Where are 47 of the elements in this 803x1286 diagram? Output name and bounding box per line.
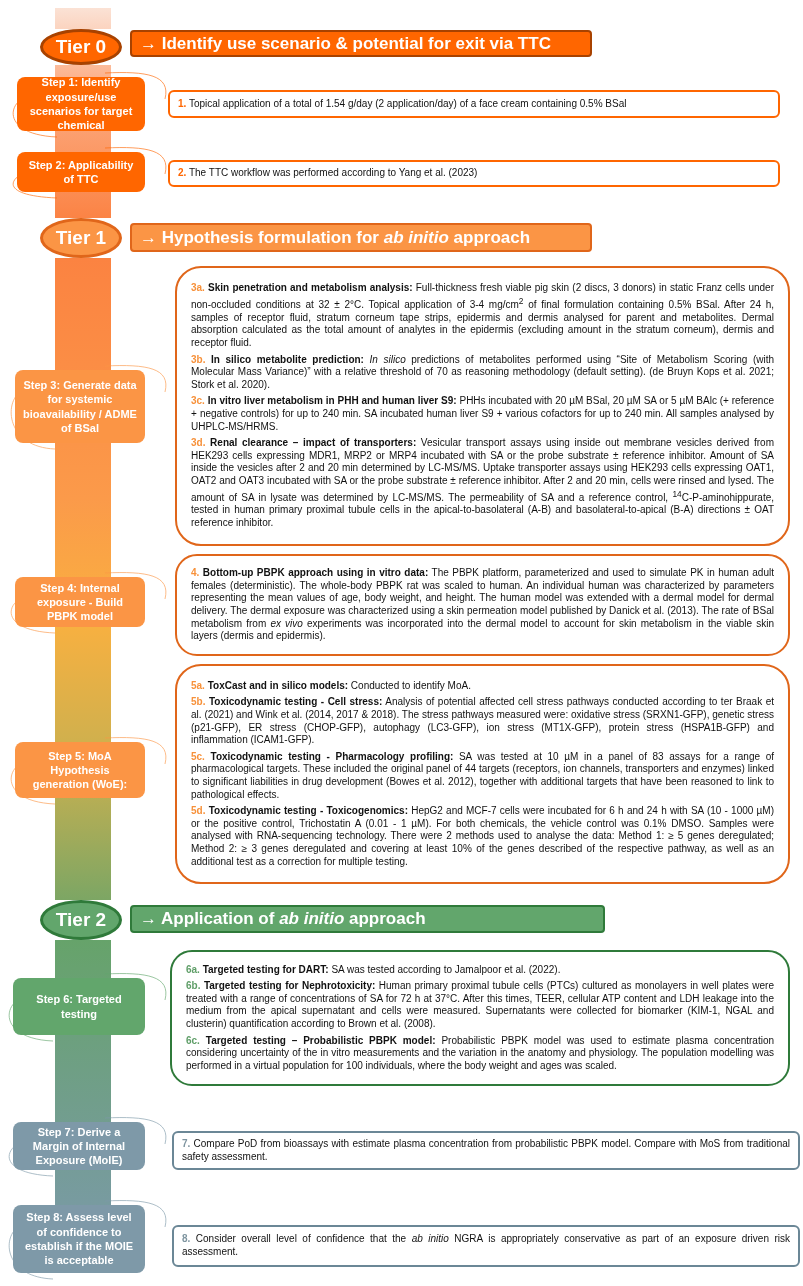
- description-box: [168, 90, 780, 118]
- timeline-band-segment: [55, 65, 111, 77]
- paragraph: 5b. Toxicodynamic testing - Cell stress: Analysis of potential affected cell stress pathways conducted according to ter Braak et al. (2021) and Wink et al. (2014, 2017 & 2018). The stress pathways measured were: oxidative stress (SRXN1-GFP), genetic stress (p21-GFP), ER stress (CHOP-GFP), autophagy (LC3-GFP), ion stress (MT1X-GFP), protein stress (HSPA1B-GFP) and inflammation (ICAM1-GFP).: [191, 696, 774, 747]
- description-box: [172, 1225, 800, 1267]
- timeline-band-segment: [55, 192, 111, 218]
- step-box: Step 6: Targeted testing: [13, 978, 145, 1035]
- description-box: [175, 266, 790, 546]
- paragraph: 4. Bottom-up PBPK approach using in vitro data: The PBPK platform, parameterized and used to simulate PK in human adult females (deterministic). The whole-body PBPK rat was scaled to human. An individual human was characterized by parameters representing the mean values of age, body weight, and height. The human model was extended with a dermal model for dermal delivery. The dermal exposure was characterized using a skin permeation model published by Danick et al. (2013). The rate of BSal metabolism from ex vivo experiments was incorporated into the dermal model to account for skin metabolism in the viable skin layers (dermis and epidermis).: [191, 567, 774, 643]
- description-box: [168, 160, 780, 187]
- timeline-band-segment: [55, 940, 111, 978]
- tier-heading-bar: → Hypothesis formulation for ab initio approach: [130, 223, 592, 252]
- step-box: Step 7: Derive a Margin of Internal Exposure (MoIE): [13, 1122, 145, 1170]
- paragraph: 7. Compare PoD from bioassays with estimate plasma concentration from probabilistic PBPK model. Compare with MoS from traditional safety assessment.: [182, 1138, 790, 1164]
- tier-ellipse: Tier 0: [40, 29, 122, 65]
- timeline-band-segment: [55, 1170, 111, 1205]
- paragraph: 1. Topical application of a total of 1.54 g/day (2 application/day) of a face cream containing 0.5% BSal: [178, 97, 628, 111]
- timeline-band-segment: [55, 627, 111, 742]
- paragraph: 6c. Targeted testing – Probabilistic PBPK model: Probabilistic PBPK model was used to estimate plasma concentration considering uncertainty of the in vitro measurements and the variation in the anatomy and physiology. The population modelling was performed in a virtual population for 100 individuals, where the body weight and ages was scaled.: [186, 1034, 774, 1073]
- tier-ellipse: Tier 2: [40, 900, 122, 940]
- paragraph: 3c. In vitro liver metabolism in PHH and human liver S9: PHHs incubated with 20 µM BSal, 20 µM SA or 5 µM BAlc (+ reference + negative controls) for up to 240 min. SA incubated human liver S9 + various cofactors for up to 240 min. All samples analysed by UHPLC-MS/HRMS.: [191, 395, 774, 434]
- paragraph: 8. Consider overall level of confidence that the ab initio NGRA is appropriately conservative as part of an exposure driven risk assessment.: [182, 1233, 790, 1259]
- paragraph: 5a. ToxCast and in silico models: Conducted to identify MoA.: [191, 679, 472, 693]
- timeline-band-segment: [55, 131, 111, 152]
- tier-heading-bar: → Identify use scenario & potential for exit via TTC: [130, 30, 592, 57]
- description-box: [175, 664, 790, 884]
- tier-ellipse: Tier 1: [40, 218, 122, 258]
- paragraph: 6a. Targeted testing for DART: SA was tested according to Jamalpoor et al. (2022).: [186, 963, 562, 977]
- description-box: [172, 1131, 800, 1171]
- timeline-band-segment: [55, 443, 111, 577]
- tier-heading-bar: → Application of ab initio approach: [130, 905, 605, 933]
- paragraph: 3b. In silico metabolite prediction: In silico predictions of metabolites performed using “Site of Metabolism Scoring (with Molecular Mass Variance)” with a relative threshold of 70 as reasoning methodology (default setting). (de Bruyn Kops et al. 2021; Stork et al. 2020).: [191, 353, 774, 392]
- paragraph: 6b. Targeted testing for Nephrotoxicity: Human primary proximal tubule cells (PTCs) cultured as monolayers in well plates were treated with a range of concentrations of SA for 72 h at 37°C. After this times, TEER, cellular ATP content and LDH leakage into the medium from the apical supernatant and cells were measured. Supernatants were collected for biomarker (KIM-1, NGAL and clusterin) quantification according to Brown et al. (2008).: [186, 980, 774, 1031]
- step-box: Step 4: Internal exposure - Build PBPK model: [15, 577, 145, 627]
- paragraph: 5d. Toxicodynamic testing - Toxicogenomics: HepG2 and MCF-7 cells were incubated for 6 h and 24 h with SA (10 - 1000 µM) or the positive control, Trichostatin A (0.01 - 1 µM). For both chemicals, the vehicle control was 0.1% DMSO. Samples were analysed with RNA-sequencing technology. There were 2 methods used to analyse the data: Method 1: ≥ 5 genes deregulated; Method 2: ≥ 3 genes deregulated and covering at least 10% of the genes described of the respective pathway, as well as an additional test as a correction for multiple testing.: [191, 805, 774, 869]
- paragraph: 2. The TTC workflow was performed according to Yang et al. (2023): [178, 167, 479, 180]
- description-box: [170, 950, 790, 1086]
- paragraph: 3d. Renal clearance – impact of transporters: Vesicular transport assays using inside out membrane vesicles derived from HEK293 cells expressing MDR1, MRP2 or MRP4 incubated with SA or the probe substrate ± reference inhibitor. Amount of SA inside the vesicles after 2 and 20 min determined by LC-MS/MS. Uptake transporter assays using HEK293 cells expressing OAT1, OAT2 and OAT3 incubated with SA or the probe substrate ± reference inhibitor. After 2 and 20 min, cells were rinsed and lysed. The amount of SA in lysate was determined by LC-MS/MS. The permeability of SA and a reference control, $^{14}$C-P-aminohippurate, tested in human primary proximal tubule cells in the apical-to-basolateral (A-B) and basolateral-to-apical (B-A) directions ± OAT reference inhibitor.: [191, 437, 774, 530]
- timeline-band-segment: [55, 8, 111, 29]
- step-box: Step 8: Assess level of confidence to establish if the MOIE is acceptable: [13, 1205, 145, 1273]
- paragraph: 5c. Toxicodynamic testing - Pharmacology profiling: SA was tested at 10 µM in a panel of 83 assays for a range of pharmacological targets. These included the original panel of 44 targets (receptors, ion channels, transporters and enzymes) linked to significant liabilities in drug development (Bowes et al. 2012), together with additional targets that have been reasoned to link to pathological effects.: [191, 750, 774, 802]
- description-box: [175, 554, 790, 656]
- timeline-band-segment: [55, 1035, 111, 1122]
- step-box: Step 5: MoA Hypothesis generation (WoE):: [15, 742, 145, 798]
- step-box: Step 1: Identify exposure/use scenarios for target chemical: [17, 77, 145, 131]
- step-box: Step 2: Applicability of TTC: [17, 152, 145, 192]
- paragraph: 3a. Skin penetration and metabolism analysis: Full-thickness fresh viable pig skin (2 discs, 3 donors) in static Franz cells under non-occluded conditions at 32 ± 2°C. Topical application of 3-4 mg/cm$^{2}$ of final formulation containing 0.5% BSal. After 24 h, samples of receptor fluid, stratum corneum tape strips, epidermis and dermis analysed for parent and metabolites. Dermal absorption calculated as the total amount of analytes in the epidermis (excluding amount in the stratum corneum), dermis and receptor fluid.: [191, 282, 774, 350]
- step-box: Step 3: Generate data for systemic bioavailability / ADME of BSal: [15, 370, 145, 443]
